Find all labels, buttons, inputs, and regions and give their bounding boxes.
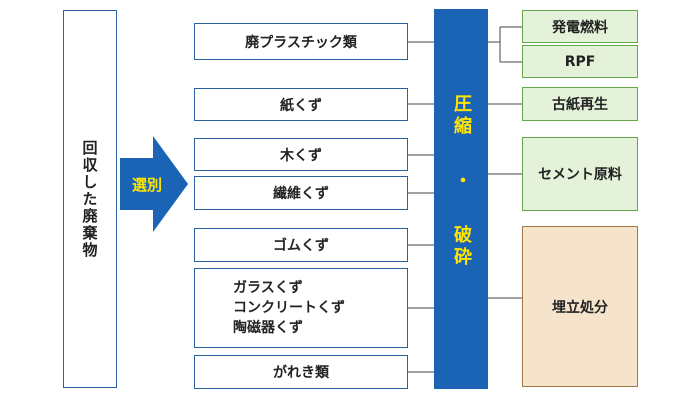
output-label: 古紙再生 [552, 97, 608, 113]
output-label: RPF [564, 53, 596, 70]
category-label-ceramic: 陶磁器くず [233, 320, 303, 336]
category-rubber: ゴムくず [194, 228, 408, 262]
category-label: 繊維くず [273, 186, 329, 202]
output-landfill: 埋立処分 [522, 226, 638, 387]
category-waste-plastic: 廃プラスチック類 [194, 23, 408, 60]
sort-step-label: 選別 [131, 175, 162, 194]
category-label-glass: ガラスくず [233, 280, 303, 296]
category-label: がれき類 [273, 365, 329, 381]
output-label: 発電燃料 [552, 19, 608, 36]
category-label: 紙くず [280, 97, 322, 114]
output-rpf: RPF [522, 45, 638, 78]
category-label-concrete: コンクリートくず [233, 300, 345, 316]
category-glass-concrete-ceramic: ガラスくず コンクリートくず 陶磁器くず [194, 268, 408, 348]
category-label: 廃プラスチック類 [245, 34, 357, 51]
process-label-crush: 破砕 [451, 225, 472, 269]
category-fiber: 繊維くず [194, 176, 408, 210]
output-cement-material: セメント原料 [522, 137, 638, 211]
process-label-compress: 圧縮 [451, 94, 472, 138]
output-label: セメント原料 [538, 167, 622, 183]
output-paper-recycling: 古紙再生 [522, 87, 638, 121]
sort-arrow-icon [120, 136, 188, 232]
process-separator: ・ [451, 170, 472, 193]
compress-crush-bar: 圧縮 ・ 破砕 [434, 9, 488, 389]
category-debris: がれき類 [194, 355, 408, 389]
category-wood: 木くず [194, 138, 408, 171]
category-paper: 紙くず [194, 88, 408, 121]
output-label: 埋立処分 [552, 299, 608, 316]
output-power-fuel: 発電燃料 [522, 10, 638, 43]
category-label: ゴムくず [273, 238, 329, 254]
source-label: 回収した廃棄物 [80, 139, 99, 259]
category-label: 木くず [280, 147, 322, 164]
source-box: 回収した廃棄物 [63, 10, 117, 388]
